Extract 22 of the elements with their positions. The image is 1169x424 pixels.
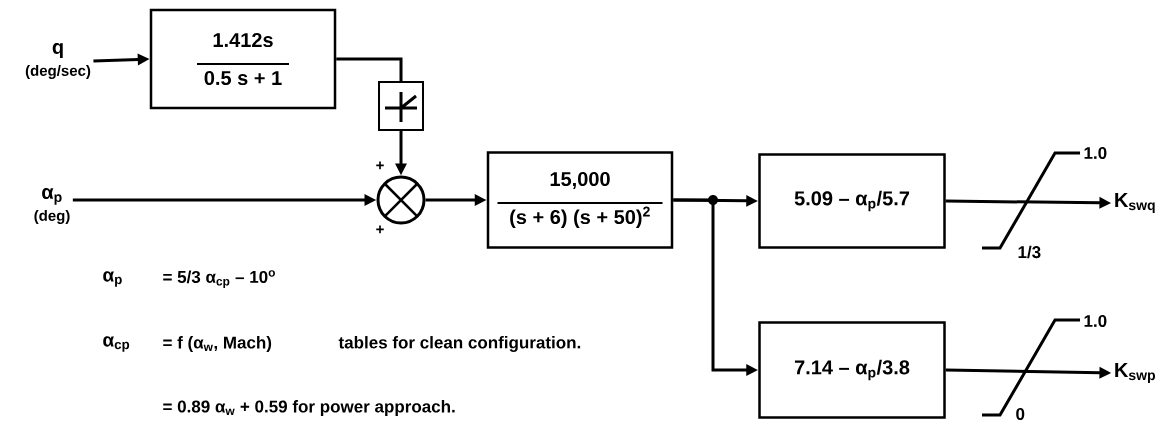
limit-label: 1/3 bbox=[1018, 245, 1041, 259]
equation-text: = f (α$_{w}$, Mach) bbox=[163, 336, 272, 352]
limiter-box bbox=[378, 81, 424, 131]
equation-text: α$_{cp}$ bbox=[103, 336, 130, 352]
sign-label: + bbox=[376, 161, 384, 170]
transfer-function-box: 15,000 (s + 6) (s + 50)$^{2}$ bbox=[486, 151, 674, 249]
output-label: K$_{swq}$ bbox=[1115, 193, 1155, 213]
input-label: α$_{p}$ (deg) bbox=[34, 188, 70, 224]
equation-text: = 5/3 α$_{cp}$ – 10$^{o}$ bbox=[163, 270, 275, 288]
output-label: K$_{swp}$ bbox=[1115, 363, 1156, 383]
summing-junction bbox=[376, 175, 426, 225]
limit-label: 1.0 bbox=[1084, 147, 1107, 160]
gain-box: 5.09 – α$_{p}$/5.7 bbox=[758, 153, 946, 249]
limit-label: 0 bbox=[1016, 408, 1025, 421]
equation-text: α$_{p}$ bbox=[103, 271, 122, 287]
transfer-function-box: 1.412s 0.5 s + 1 bbox=[149, 8, 337, 110]
note-text: tables for clean configuration. bbox=[338, 336, 581, 352]
equation-text: = 0.89 α$_{w}$ + 0.59 for power approach. bbox=[163, 400, 455, 416]
gain-box: 7.14 – α$_{p}$/3.8 bbox=[758, 321, 946, 419]
input-label: q (deg/sec) bbox=[25, 43, 91, 79]
sign-label: + bbox=[376, 225, 384, 234]
limit-label: 1.0 bbox=[1084, 315, 1107, 328]
